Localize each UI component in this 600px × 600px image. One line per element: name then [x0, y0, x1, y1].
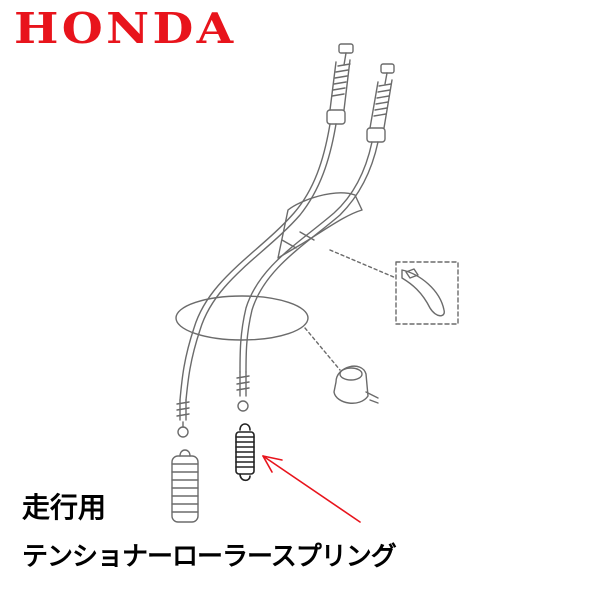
large-spring	[171, 449, 199, 523]
left-throttle-cable	[185, 123, 337, 401]
tensioner-roller-spring	[235, 423, 255, 482]
left-cable-end-fitting	[326, 43, 354, 125]
caption-usage-label: 走行用	[22, 491, 107, 524]
cable-clamp	[333, 365, 379, 404]
left-cable-lower-end	[176, 399, 190, 438]
red-arrow-pointer	[262, 455, 361, 523]
cable-holder	[277, 192, 363, 259]
right-throttle-cable	[245, 141, 379, 373]
right-cable-lower-end	[236, 371, 250, 412]
caption-part-name: テンショナーローラースプリング	[22, 542, 397, 572]
right-cable-end-fitting	[366, 63, 395, 143]
honda-logo: HONDA	[14, 4, 237, 53]
cable-band-inset	[395, 261, 459, 325]
